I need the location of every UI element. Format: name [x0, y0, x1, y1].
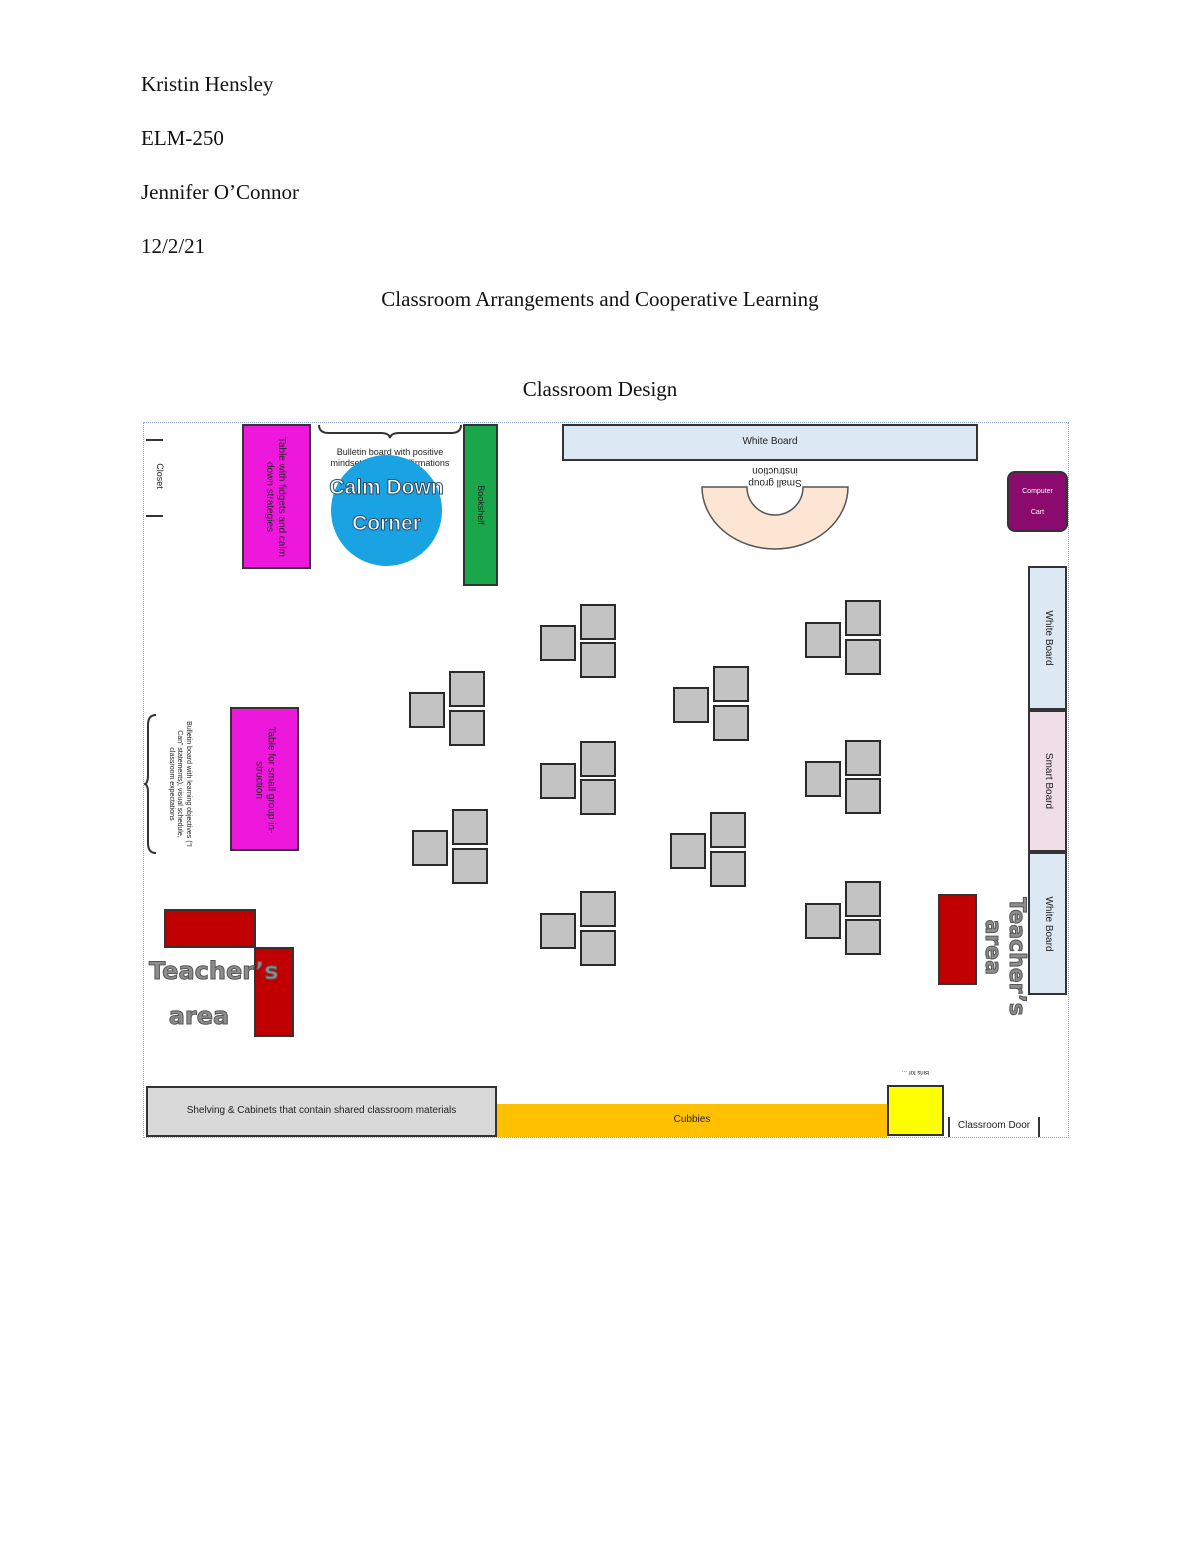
- bulletin-left-label: Bulletin board with learning objectives …: [167, 721, 193, 847]
- calm-down-label-1: Calm Down: [329, 475, 444, 499]
- whiteboard-right-2-label: White Board: [1043, 896, 1055, 952]
- diagram-heading: Classroom Design: [522, 377, 678, 401]
- course-code: ELM-250: [141, 126, 224, 150]
- small-group-label: Small group instruction: [748, 465, 802, 489]
- bookshelf: [463, 424, 498, 586]
- whiteboard-right-1-label: White Board: [1043, 610, 1055, 666]
- computer-cart-label-2: Cart: [1030, 508, 1045, 516]
- student-name: Kristin Hensley: [141, 72, 274, 96]
- small-group-table: [701, 486, 849, 550]
- whiteboard-right-2: [1028, 852, 1067, 995]
- teachers-area-left-label-1: Teacher’s: [149, 957, 280, 985]
- door-mark-left: [948, 1117, 950, 1137]
- cubbies-label: Cubbies: [673, 1114, 711, 1126]
- small-group-table-label: Table for small group in-struction: [253, 726, 278, 834]
- smart-board-label: Smart Board: [1043, 752, 1055, 810]
- small-group-table-magenta: [230, 707, 299, 851]
- teacher-desk-left-vertical: [254, 947, 294, 1037]
- shelving-label: Shelving & Cabinets that contain shared …: [186, 1105, 457, 1117]
- classroom-door-label: Classroom Door: [957, 1119, 1031, 1131]
- cubbies: [497, 1104, 887, 1137]
- bin-label: Bins for ...: [902, 1068, 930, 1075]
- closet-door-mark-top: [146, 439, 163, 441]
- shelving-cabinets: [146, 1086, 497, 1137]
- computer-cart-label-1: Computer: [1022, 487, 1053, 495]
- teachers-area-left-label-2: area: [168, 1002, 230, 1030]
- smart-board: [1028, 710, 1067, 852]
- fidget-table: [242, 424, 311, 569]
- calm-down-corner: [331, 455, 442, 566]
- document-title: Classroom Arrangements and Cooperative L…: [381, 287, 819, 311]
- calm-down-label-2: Corner: [352, 511, 422, 535]
- door-mark-right: [1038, 1117, 1040, 1137]
- bin-shelf: [887, 1085, 944, 1136]
- closet-door-mark-bottom: [146, 515, 163, 517]
- date: 12/2/21: [141, 234, 206, 258]
- bookshelf-label: Bookshelf: [475, 485, 486, 525]
- whiteboard-top-label: White Board: [742, 436, 798, 448]
- classroom-diagram: Closet Table with fidgets and calm down …: [143, 422, 1069, 1138]
- teacher-desk-left-horizontal: [164, 909, 256, 948]
- instructor-name: Jennifer O’Connor: [141, 180, 300, 204]
- fidget-table-label: Table with fidgets and calm down strateg…: [264, 436, 288, 558]
- closet-label: Closet: [154, 463, 165, 489]
- computer-cart: [1007, 471, 1068, 532]
- bulletin-brace-top: [318, 424, 462, 439]
- whiteboard-top: [562, 424, 978, 461]
- teacher-desk-right: [938, 894, 977, 985]
- bulletin-brace-left: [144, 714, 157, 854]
- whiteboard-right-1: [1028, 566, 1067, 710]
